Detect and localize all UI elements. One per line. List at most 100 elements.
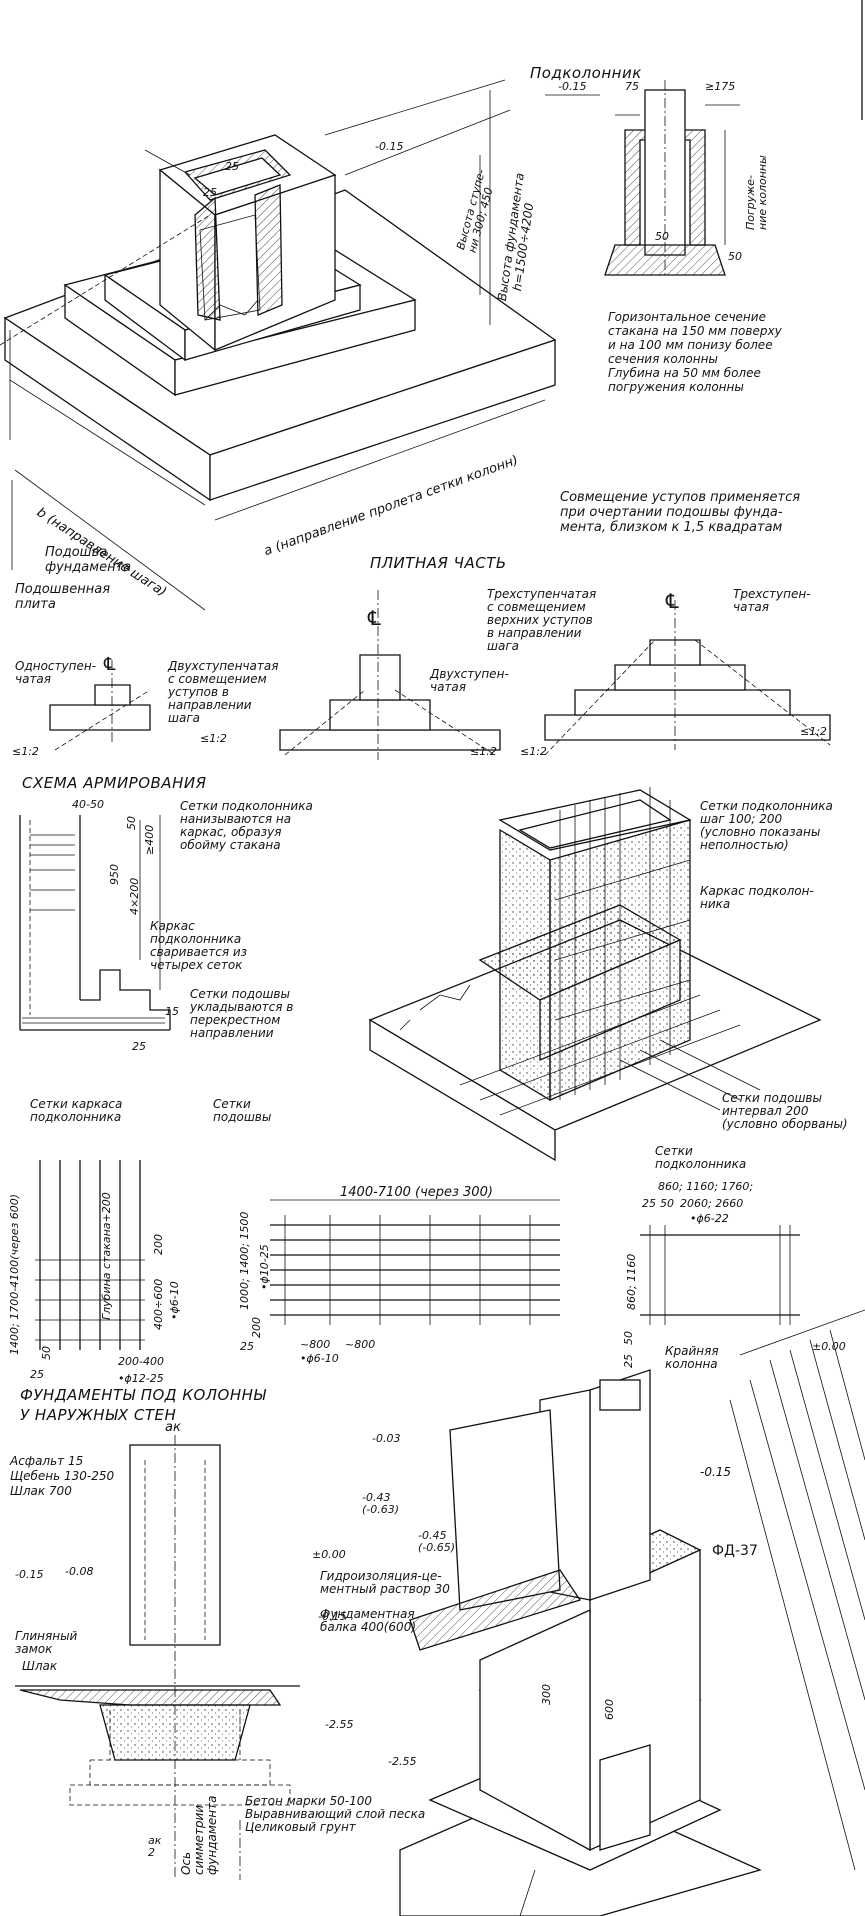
half-ak-label: aк 2 bbox=[148, 1834, 162, 1859]
iso-level-003: -0.03 bbox=[372, 1432, 401, 1445]
three-step-combined-label: Трехступенчатая с совмещением верхних ус… bbox=[487, 587, 597, 653]
concrete-label: Бетон марки 50-100 Выравнивающий слой пе… bbox=[245, 1794, 426, 1834]
iso-level-255: -2.55 bbox=[388, 1755, 417, 1768]
mesh-base-drawing bbox=[270, 1199, 560, 1325]
podk-dim-50a: 50 bbox=[655, 230, 669, 243]
one-step-label: Одноступен- чатая bbox=[15, 659, 97, 686]
plate-part-schemes bbox=[49, 590, 831, 760]
base-label: Подошва фундамента bbox=[45, 545, 132, 575]
level-008: -0.08 bbox=[65, 1565, 94, 1578]
ak-dim: aк bbox=[165, 1420, 181, 1435]
mesh-note: Сетки подколонника нанизываются на карка… bbox=[180, 799, 313, 852]
beam-label: Фундаментная балка 400(600) bbox=[320, 1607, 417, 1634]
gravel-label: Щебень 130-250 bbox=[10, 1469, 115, 1483]
slope-5: ≤1:2 bbox=[800, 725, 827, 738]
column-embed-label: Погруже- ние колонны bbox=[744, 155, 769, 230]
base-rod-10-25: •ϕ10-25 bbox=[258, 1244, 271, 1290]
podk-dim-75: 75 bbox=[625, 80, 639, 93]
frame-dim-400-600: 400÷600 bbox=[152, 1278, 165, 1330]
level-000: ±0.00 bbox=[312, 1548, 346, 1561]
sym-axis-label: Ось симметрии фундамента bbox=[179, 1795, 219, 1875]
level-255: -2.55 bbox=[325, 1718, 354, 1731]
clay-lock-label: Глиняный замок bbox=[15, 1629, 78, 1656]
iso-level-043: -0.43 (-0.63) bbox=[362, 1491, 400, 1516]
combine-note: Совмещение уступов применяется при очерт… bbox=[560, 490, 801, 535]
base-width-dim: 1000; 1400; 1500 bbox=[238, 1211, 251, 1310]
reinf-dim-40-50: 40-50 bbox=[72, 798, 104, 811]
reinf-dim-200: 4×200 bbox=[128, 877, 141, 915]
edge-column-label: Крайняя колонна bbox=[665, 1344, 719, 1371]
podk-note: Горизонтальное сечение стакана на 150 мм… bbox=[608, 310, 782, 394]
mesh-column-drawing bbox=[640, 1225, 800, 1325]
top-dim-25b: 25 bbox=[225, 160, 239, 173]
col-dim-25d: 25 bbox=[622, 1354, 635, 1368]
iso-level-000: ±0.00 bbox=[812, 1340, 846, 1353]
iso-dim-600: 600 bbox=[603, 1699, 616, 1720]
glass-depth-dim: Глубина стакана+200 bbox=[100, 1192, 113, 1320]
top-isometric-foundation bbox=[0, 79, 557, 611]
frame-rod-12-25: •ϕ12-25 bbox=[118, 1372, 164, 1385]
top-dim-25a: 25 bbox=[203, 186, 217, 199]
slope-4: ≤1:2 bbox=[520, 745, 547, 758]
outer-walls-title: ФУНДАМЕНТЫ ПОД КОЛОННЫ У НАРУЖНЫХ СТЕН bbox=[20, 1386, 267, 1424]
mesh-frame-drawing bbox=[35, 1160, 145, 1350]
slope-3: ≤1:2 bbox=[470, 745, 497, 758]
slag2-label: Шлак bbox=[22, 1659, 58, 1673]
base-mesh-title: Сетки подошвы bbox=[213, 1097, 272, 1124]
iso-level-045: -0.45 (-0.65) bbox=[418, 1529, 456, 1554]
asphalt-label: Асфальт 15 bbox=[10, 1454, 84, 1468]
reinf-dim-950: 950 bbox=[108, 864, 121, 885]
iso-base-mesh-note: Сетки подошвы интервал 200 (условно обор… bbox=[722, 1091, 848, 1131]
col-widths-2: 2060; 2660 bbox=[680, 1197, 744, 1210]
axis-symbol-1: ℄ bbox=[104, 654, 116, 675]
col-dim-50d: 50 bbox=[622, 1331, 635, 1345]
col-dim-50: 50 bbox=[660, 1197, 674, 1210]
frame-dim-25: 25 bbox=[30, 1368, 44, 1381]
level-015b: -0.15 bbox=[318, 1610, 347, 1623]
col-widths-1: 860; 1160; 1760; bbox=[658, 1180, 754, 1193]
base-dim-800b: ~800 bbox=[345, 1338, 376, 1351]
base-dim-200: 200 bbox=[250, 1317, 263, 1338]
level-015: -0.15 bbox=[15, 1568, 44, 1581]
reinforcement-title: СХЕМА АРМИРОВАНИЯ bbox=[22, 774, 207, 792]
two-step-label: Двухступен- чатая bbox=[430, 667, 509, 694]
frame-rod-6-10: •ϕ6-10 bbox=[168, 1281, 181, 1320]
reinforcement-2d bbox=[19, 815, 171, 1031]
iso-dim-300: 300 bbox=[540, 1684, 553, 1705]
reinf-dim-15: 15 bbox=[165, 1005, 179, 1018]
podkolonnik-title: Подколонник bbox=[530, 64, 642, 82]
podk-dim-175: ≥175 bbox=[705, 80, 736, 93]
plate-part-title: ПЛИТНАЯ ЧАСТЬ bbox=[370, 554, 507, 572]
slope-1: ≤1:2 bbox=[12, 745, 39, 758]
podk-level: -0.15 bbox=[558, 80, 587, 93]
reinf-dim-25: 25 bbox=[132, 1040, 146, 1053]
frame-dim-200: 200 bbox=[152, 1234, 165, 1255]
podkolonnik-section bbox=[545, 80, 740, 276]
frame-dim-50: 50 bbox=[40, 1346, 53, 1360]
col-mesh-title: Сетки подколонника bbox=[655, 1144, 747, 1171]
base-dim-25: 25 bbox=[240, 1340, 254, 1353]
two-step-combined-label: Двухступенчатая с совмещением уступов в … bbox=[168, 659, 279, 725]
slag-label: Шлак 700 bbox=[10, 1484, 72, 1498]
col-height-dim: 860; 1160 bbox=[625, 1253, 638, 1310]
reinf-dim-50: 50 bbox=[125, 816, 138, 830]
plate-label: Подошвенная плита bbox=[15, 582, 111, 612]
base-dim-800a: ~800 bbox=[300, 1338, 331, 1351]
base-rod-6-10: •ϕ6-10 bbox=[300, 1352, 339, 1365]
frame-dim-200-400: 200-400 bbox=[118, 1355, 164, 1368]
col-rod-6-22: •ϕ6-22 bbox=[690, 1212, 729, 1225]
three-step-label: Трехступен- чатая bbox=[733, 587, 811, 614]
podk-dim-50b: 50 bbox=[728, 250, 742, 263]
reinforcement-isometric bbox=[368, 787, 822, 1162]
slope-2: ≤1:2 bbox=[200, 732, 227, 745]
frame-mesh-title: Сетки каркаса подколонника bbox=[30, 1097, 123, 1124]
iso-level-015: -0.15 bbox=[700, 1465, 732, 1479]
outer-walls-section bbox=[15, 1435, 300, 1913]
frame-height-dim: 1400; 1700-4100(через 600) bbox=[8, 1193, 21, 1355]
iso-mesh-note: Сетки подколонника шаг 100; 200 (условно… bbox=[700, 799, 833, 852]
axis-symbol-3: ℄ bbox=[666, 589, 679, 613]
frame-note: Каркас подколонника сваривается из четыр… bbox=[150, 919, 248, 972]
axis-symbol-2: ℄ bbox=[368, 606, 381, 630]
base-mesh-note: Сетки подошвы укладываются в перекрестно… bbox=[190, 987, 294, 1040]
